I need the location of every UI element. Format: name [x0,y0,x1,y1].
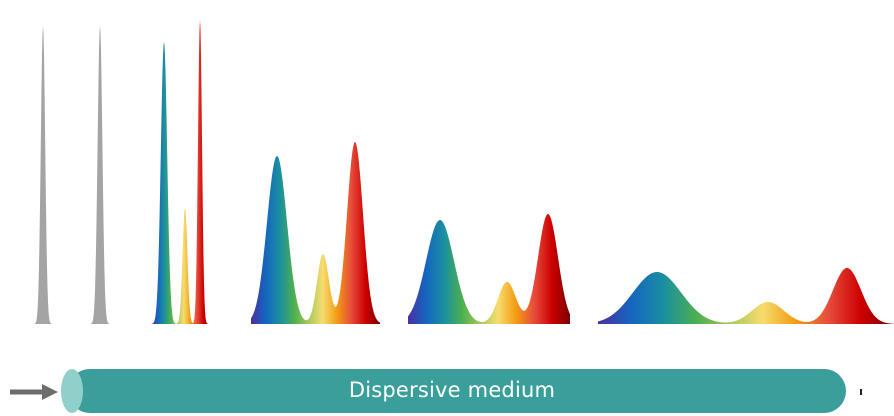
dispersive-medium-tube [61,369,846,413]
input-arrow [10,384,58,400]
dispersed-pulse-3 [408,214,570,324]
dispersed-pulse-2 [251,142,380,324]
dispersed-pulse-1 [151,20,210,324]
dispersed-pulse-4 [598,268,894,324]
undispersed-pulse-2 [80,26,119,324]
undispersed-pulse-1 [25,26,62,324]
pulse-sequence [25,20,894,324]
tick-mark [860,389,862,395]
